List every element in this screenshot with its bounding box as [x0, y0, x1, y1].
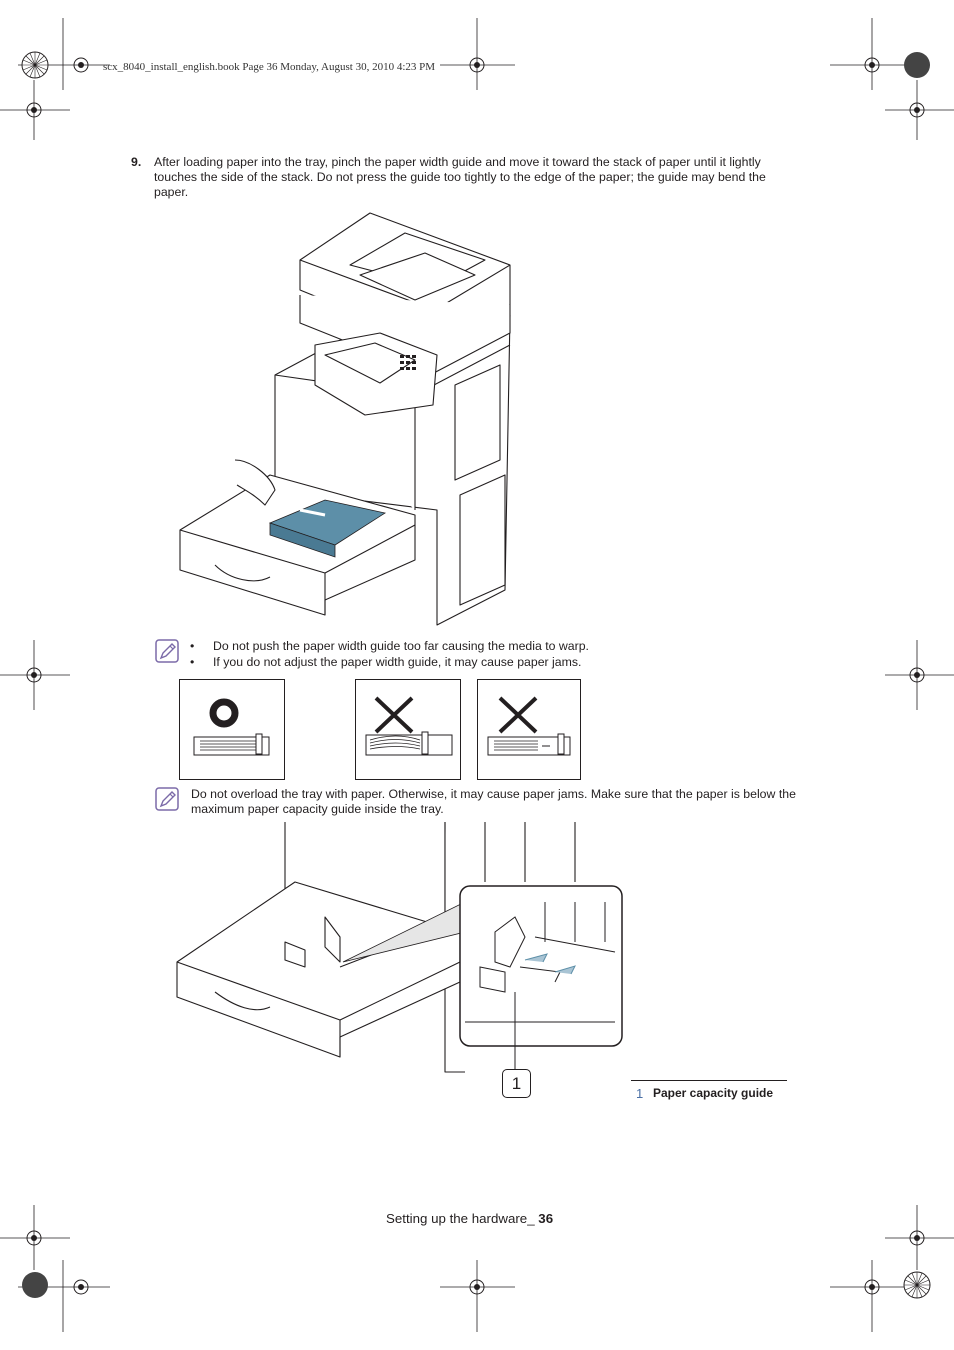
page-footer: Setting up the hardware_ 36 — [386, 1211, 553, 1226]
note1-bullet-1: Do not push the paper width guide too fa… — [190, 638, 589, 654]
x-wrong-icon — [487, 696, 571, 756]
x-wrong-icon — [365, 696, 453, 756]
example-incorrect-warp — [355, 679, 461, 780]
printer-illustration — [179, 212, 511, 626]
page-number: 36 — [538, 1211, 554, 1226]
note-pencil-icon — [155, 639, 179, 663]
print-header: scx_8040_install_english.book Page 36 Mo… — [103, 61, 436, 73]
legend: 1 Paper capacity guide — [631, 1080, 787, 1101]
step-number: 9. — [131, 155, 142, 169]
note-pencil-icon — [155, 787, 179, 811]
note1-bullet-2: If you do not adjust the paper width gui… — [190, 654, 589, 670]
tray-illustration — [176, 822, 623, 1073]
example-correct — [179, 679, 285, 780]
note2-text: Do not overload the tray with paper. Oth… — [191, 787, 796, 816]
step-text: After loading paper into the tray, pinch… — [154, 155, 766, 199]
legend-label: Paper capacity guide — [653, 1086, 774, 1100]
callout-1: 1 — [502, 1069, 531, 1098]
legend-number: 1 — [636, 1086, 644, 1101]
circle-ok-icon — [193, 698, 270, 756]
callout-number: 1 — [511, 1074, 522, 1093]
note1-bullets: Do not push the paper width guide too fa… — [190, 638, 589, 670]
footer-section: Setting up the hardware_ — [386, 1211, 535, 1226]
example-incorrect-loose — [477, 679, 581, 780]
